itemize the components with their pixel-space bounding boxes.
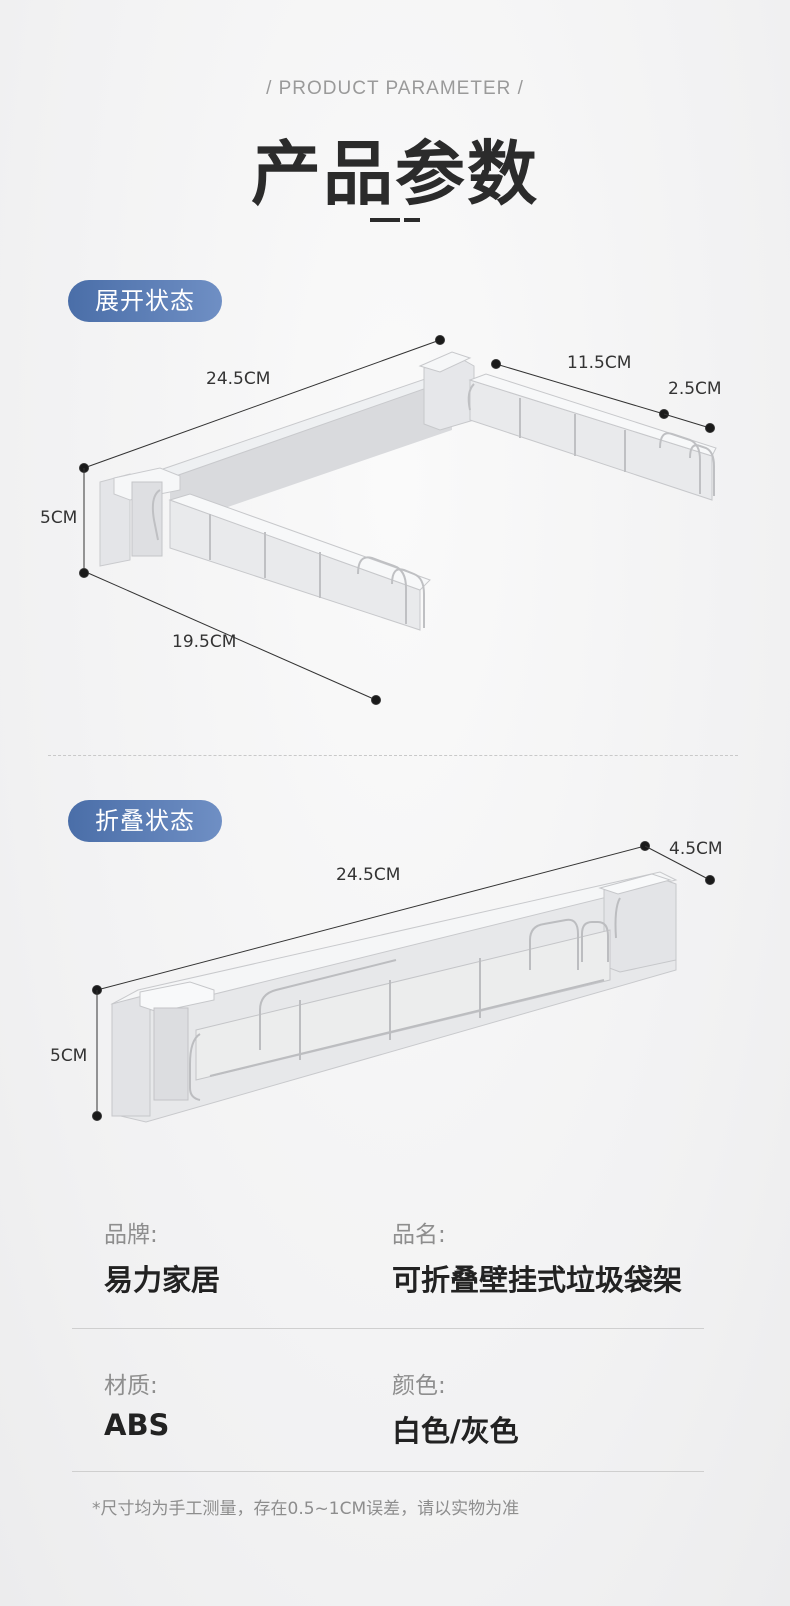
unfolded-arm-dimension: 11.5CM: [567, 353, 632, 373]
brand-label: 品牌:: [104, 1222, 158, 1248]
folded-length-dimension: 24.5CM: [336, 865, 401, 885]
brand-value: 易力家居: [104, 1263, 221, 1297]
unfolded-hook-dimension: 2.5CM: [668, 379, 722, 399]
product-name-label: 品名:: [392, 1222, 446, 1248]
color-label: 颜色:: [392, 1373, 446, 1399]
spec-divider-2: [72, 1471, 704, 1472]
unfolded-state-label: 展开状态: [68, 280, 222, 322]
spec-divider-1: [72, 1328, 704, 1329]
unfolded-depth-dimension: 19.5CM: [172, 632, 237, 652]
material-label: 材质:: [104, 1373, 158, 1399]
folded-depth-dimension: 4.5CM: [669, 839, 723, 859]
material-value: ABS: [104, 1408, 170, 1442]
measurement-note: *尺寸均为手工测量，存在0.5~1CM误差，请以实物为准: [92, 1499, 520, 1519]
section-subtitle: / PRODUCT PARAMETER /: [266, 78, 524, 99]
product-name-value: 可折叠壁挂式垃圾袋架: [392, 1263, 683, 1297]
title-underline: [370, 218, 420, 222]
section-divider: [48, 755, 738, 756]
unfolded-length-dimension: 24.5CM: [206, 369, 271, 389]
color-value: 白色/灰色: [392, 1414, 519, 1448]
folded-product-illustration: [92, 841, 715, 1123]
page-title: 产品参数: [251, 133, 539, 215]
folded-state-label: 折叠状态: [68, 800, 222, 842]
unfolded-height-dimension: 5CM: [40, 508, 78, 528]
unfolded-product-illustration: [79, 335, 717, 705]
folded-height-dimension: 5CM: [50, 1046, 88, 1066]
